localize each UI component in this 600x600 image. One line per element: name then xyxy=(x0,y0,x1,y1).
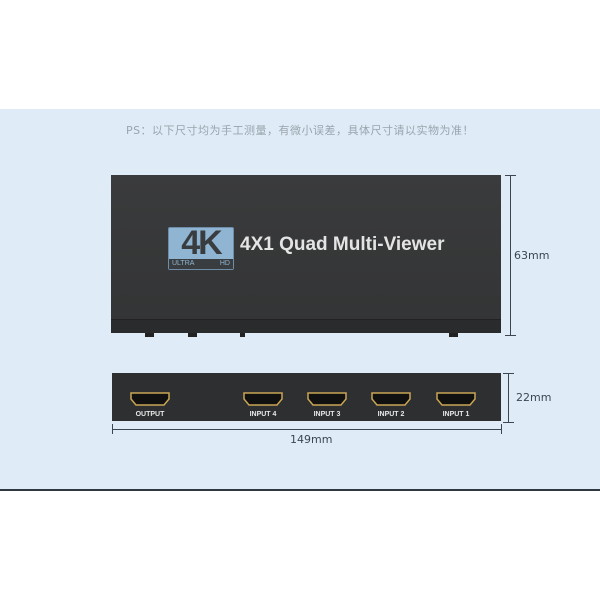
dimension-tick xyxy=(505,335,516,336)
hdmi-port-icon xyxy=(243,392,283,406)
port-label-input-3: INPUT 3 xyxy=(313,411,341,418)
model-name: 4X1 Quad Multi-Viewer xyxy=(240,234,445,255)
port-label-input-4: INPUT 4 xyxy=(249,411,277,418)
logo-strip xyxy=(169,259,233,269)
logo-4k-text: 4K xyxy=(181,224,222,262)
dimension-tick xyxy=(503,373,514,374)
hdmi-port-icon xyxy=(371,392,411,406)
dimension-tick xyxy=(505,175,516,176)
port-label-output: OUTPUT xyxy=(135,411,165,418)
device-foot xyxy=(449,333,458,337)
device-front-view xyxy=(112,373,501,421)
port-label-input-1: INPUT 1 xyxy=(442,411,470,418)
device-lip xyxy=(111,319,501,333)
depth-label: 63mm xyxy=(514,249,550,262)
port-label-input-2: INPUT 2 xyxy=(377,411,405,418)
device-foot xyxy=(188,333,197,337)
height-label: 22mm xyxy=(516,391,552,404)
hdmi-port-icon xyxy=(307,392,347,406)
dimension-tick xyxy=(501,424,502,434)
hdmi-port-icon xyxy=(130,392,170,406)
4k-ultra-hd-logo: 4K ULTRA HD xyxy=(168,224,234,270)
dimension-tick xyxy=(503,422,514,423)
width-label: 149mm xyxy=(290,433,333,446)
dimension-tick xyxy=(112,424,113,434)
logo-hd-text: HD xyxy=(219,260,230,267)
width-dimension-line xyxy=(112,429,502,430)
logo-ultra-text: ULTRA xyxy=(172,260,195,267)
device-foot xyxy=(240,333,245,337)
hdmi-port-icon xyxy=(436,392,476,406)
depth-dimension-line xyxy=(510,175,511,336)
measurement-note: PS：以下尺寸均为手工测量，有微小误差，具体尺寸请以实物为准！ xyxy=(125,124,475,137)
height-dimension-line xyxy=(508,373,509,423)
device-foot xyxy=(145,333,154,337)
